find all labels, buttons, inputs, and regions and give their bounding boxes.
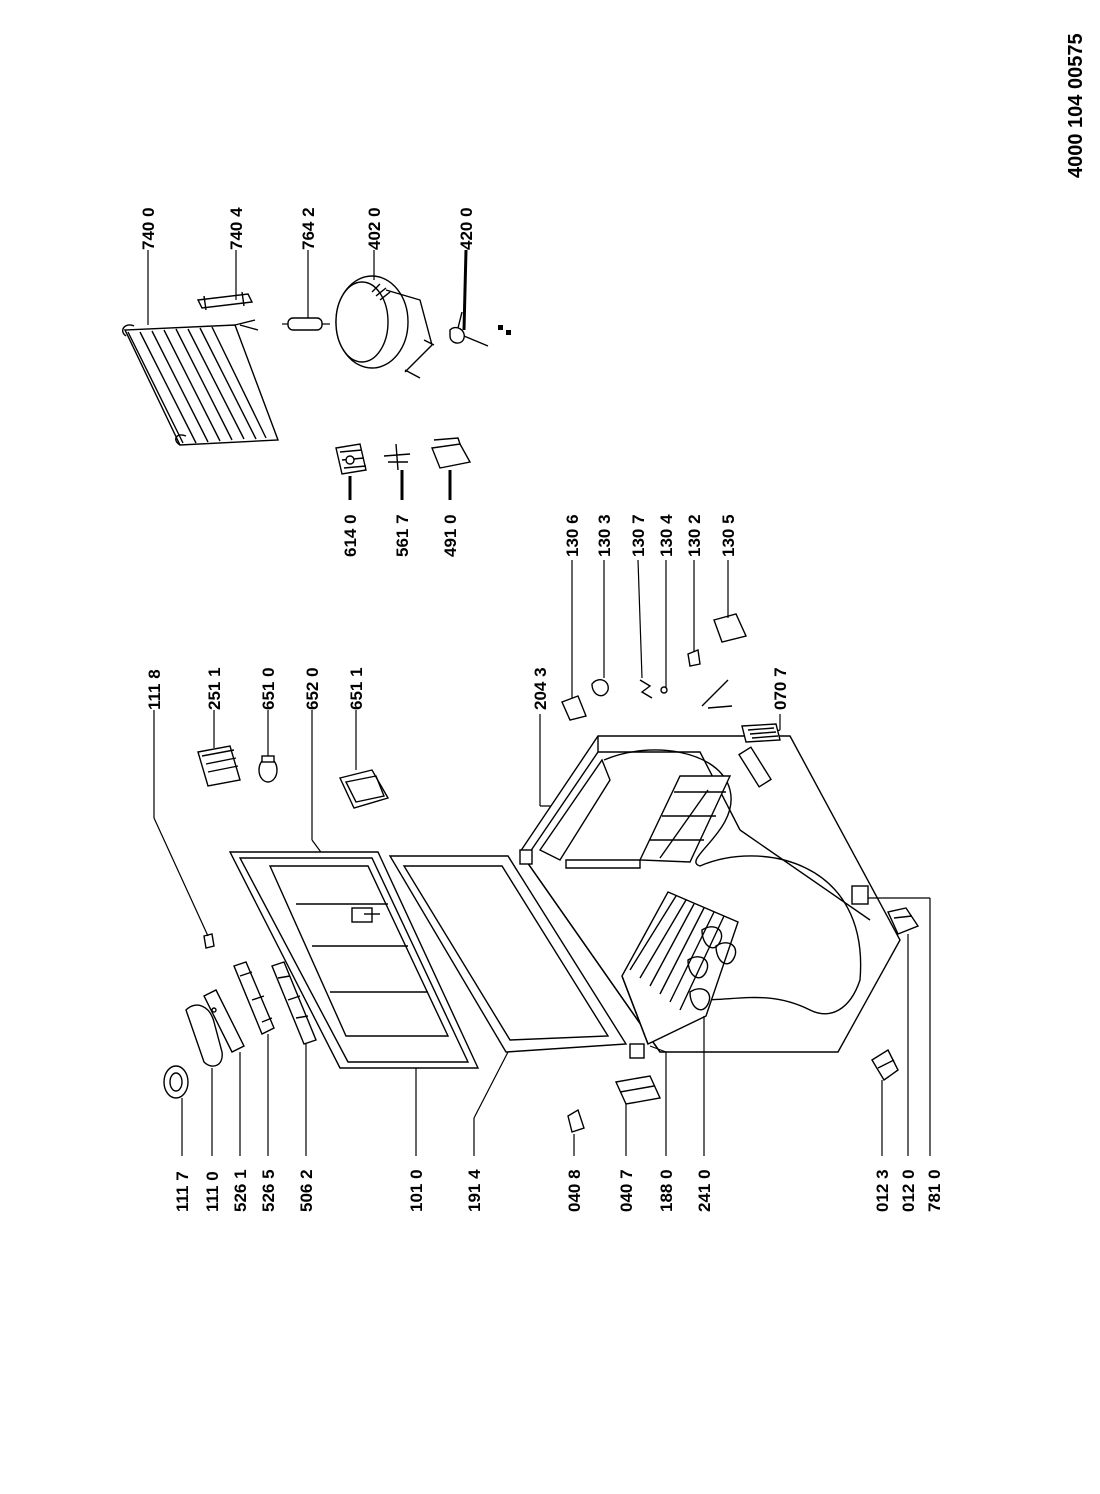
vent-grille xyxy=(741,723,781,743)
label-402-0: 402 0 xyxy=(365,207,384,250)
label-188-0: 188 0 xyxy=(657,1169,676,1212)
hinge-upper xyxy=(887,907,920,935)
hinge-bar xyxy=(233,961,275,1035)
drain-channel xyxy=(614,1075,662,1105)
lamp-cover xyxy=(431,437,472,469)
label-740-4: 740 4 xyxy=(227,207,246,250)
label-130-7: 130 7 xyxy=(629,514,648,557)
document-id: 4000 104 00575 xyxy=(1065,33,1087,178)
freezer-lid xyxy=(228,851,480,1069)
label-012-0: 012 0 xyxy=(899,1169,918,1212)
label-526-1: 526 1 xyxy=(231,1169,250,1212)
filter-bracket xyxy=(196,291,254,311)
lock-parts xyxy=(561,613,747,721)
label-241-0: 241 0 xyxy=(695,1169,714,1212)
label-651-1: 651 1 xyxy=(347,667,366,710)
lid-gasket xyxy=(388,855,628,1053)
label-561-7: 561 7 xyxy=(393,514,412,557)
cabinet xyxy=(519,735,901,1059)
hinge-strip xyxy=(271,961,317,1045)
handle-cover xyxy=(163,1065,189,1099)
label-070-7: 070 7 xyxy=(771,667,790,710)
thermostat-housing xyxy=(339,769,390,809)
label-130-5: 130 5 xyxy=(719,514,738,557)
label-614-0: 614 0 xyxy=(341,514,360,557)
label-101-0: 101 0 xyxy=(407,1169,426,1212)
drain-plug xyxy=(567,1108,585,1133)
condenser-coil xyxy=(122,319,279,446)
thermostat xyxy=(335,443,367,475)
label-781-0: 781 0 xyxy=(925,1169,944,1212)
label-204-3: 204 3 xyxy=(531,667,550,710)
label-130-3: 130 3 xyxy=(595,514,614,557)
label-651-0: 651 0 xyxy=(259,667,278,710)
capillary-tube xyxy=(282,317,330,331)
label-420-0: 420 0 xyxy=(457,207,476,250)
relay-cable xyxy=(449,311,511,347)
label-111-8: 111 8 xyxy=(145,669,164,710)
lamp-holder xyxy=(197,745,241,787)
label-764-2: 764 2 xyxy=(299,207,318,250)
thermostat-knob xyxy=(383,443,411,471)
compressor xyxy=(335,275,435,379)
label-191-4: 191 4 xyxy=(465,1169,484,1212)
label-506-2: 506 2 xyxy=(297,1169,316,1212)
label-130-6: 130 6 xyxy=(563,514,582,557)
handle-plate xyxy=(185,1004,223,1067)
wire-basket xyxy=(621,891,739,1045)
hinge-lower xyxy=(871,1048,899,1082)
label-040-7: 040 7 xyxy=(617,1169,636,1212)
label-526-5: 526 5 xyxy=(259,1169,278,1212)
label-130-2: 130 2 xyxy=(685,514,704,557)
label-040-8: 040 8 xyxy=(565,1169,584,1212)
label-130-4: 130 4 xyxy=(657,514,676,557)
lamp-bulb xyxy=(258,755,278,783)
label-012-3: 012 3 xyxy=(873,1169,892,1212)
handle-bar xyxy=(203,989,245,1053)
small-clip xyxy=(203,933,215,949)
label-740-0: 740 0 xyxy=(139,207,158,250)
label-652-0: 652 0 xyxy=(303,667,322,710)
label-111-7: 111 7 xyxy=(173,1171,192,1212)
label-251-1: 251 1 xyxy=(205,667,224,710)
label-111-0: 111 0 xyxy=(203,1171,222,1212)
label-491-0: 491 0 xyxy=(441,514,460,557)
